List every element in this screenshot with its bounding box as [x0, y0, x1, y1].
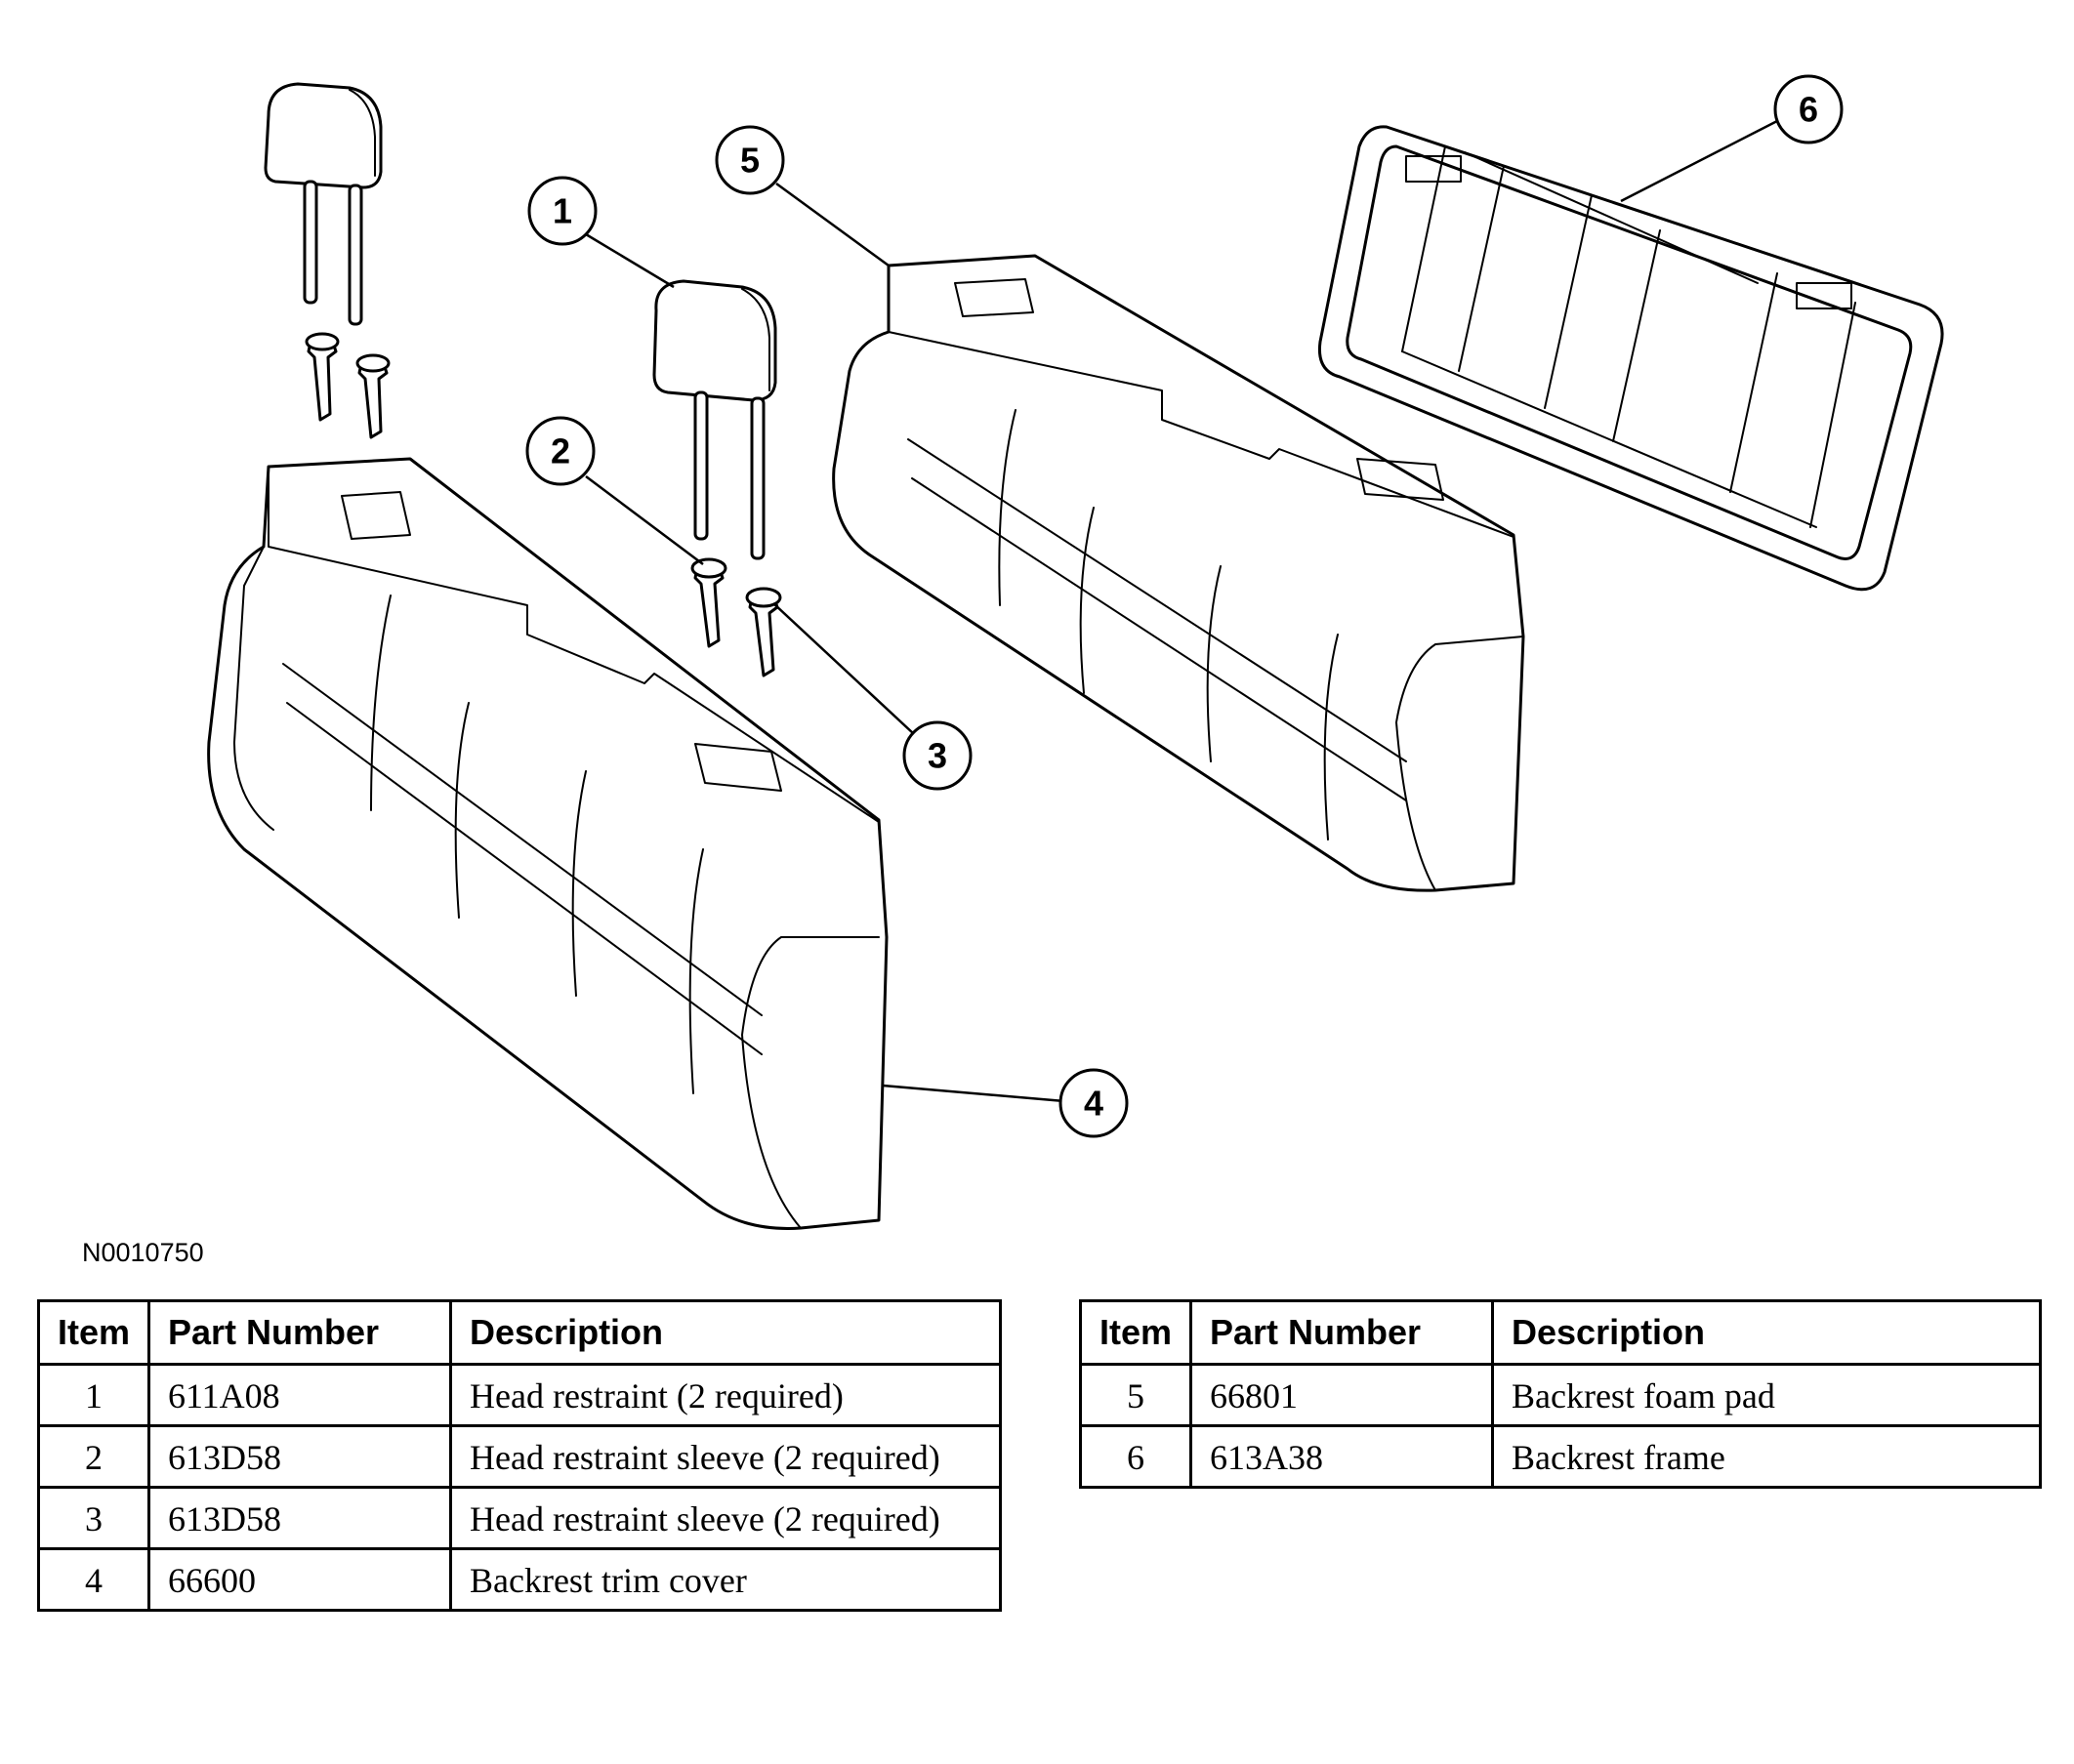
callout-2: 2	[525, 416, 596, 486]
cell-description: Backrest foam pad	[1491, 1363, 2042, 1427]
cell-part-number: 613D58	[147, 1486, 452, 1550]
callout-6-label: 6	[1799, 90, 1818, 130]
cell-part-number: 613D58	[147, 1424, 452, 1489]
table-row: 6 613A38 Backrest frame	[1079, 1424, 2042, 1489]
backrest-frame	[1317, 125, 1944, 592]
callout-1: 1	[527, 176, 598, 246]
leader-3	[772, 602, 915, 735]
table-row: 2 613D58 Head restraint sleeve (2 requir…	[37, 1424, 1002, 1489]
table-row: 1 611A08 Head restraint (2 required)	[37, 1363, 1002, 1427]
header-item: Item	[1079, 1299, 1192, 1366]
cell-part-number: 613A38	[1189, 1424, 1494, 1489]
callout-5-label: 5	[740, 141, 760, 181]
sleeve-item-3	[745, 587, 782, 677]
callout-4-label: 4	[1084, 1084, 1103, 1124]
leader-1	[585, 232, 675, 289]
header-part-number: Part Number	[147, 1299, 452, 1366]
cell-description: Backrest trim cover	[449, 1547, 1002, 1612]
leader-5	[775, 182, 890, 267]
parts-table-right: Item Part Number Description 5 66801 Bac…	[1079, 1299, 2042, 1489]
table-row: 4 66600 Backrest trim cover	[37, 1547, 1002, 1612]
callout-1-label: 1	[553, 191, 572, 231]
table-row: 5 66801 Backrest foam pad	[1079, 1363, 2042, 1427]
header-description: Description	[1491, 1299, 2042, 1366]
callout-6: 6	[1773, 74, 1844, 144]
cell-item: 6	[1079, 1424, 1192, 1489]
callout-3-label: 3	[928, 736, 947, 776]
leader-6	[1620, 119, 1778, 203]
header-description: Description	[449, 1299, 1002, 1366]
cell-description: Backrest frame	[1491, 1424, 2042, 1489]
header-item: Item	[37, 1299, 150, 1366]
callout-4: 4	[1058, 1068, 1129, 1138]
cell-item: 1	[37, 1363, 150, 1427]
cell-description: Head restraint (2 required)	[449, 1363, 1002, 1427]
cell-description: Head restraint sleeve (2 required)	[449, 1424, 1002, 1489]
sleeves-left	[305, 332, 391, 439]
cell-part-number: 611A08	[147, 1363, 452, 1427]
figure-id: N0010750	[82, 1238, 204, 1267]
cell-item: 5	[1079, 1363, 1192, 1427]
cell-item: 4	[37, 1547, 150, 1612]
table-header-row: Item Part Number Description	[37, 1299, 1002, 1366]
callout-2-label: 2	[551, 431, 570, 472]
parts-table-left: Item Part Number Description 1 611A08 He…	[37, 1299, 1002, 1612]
backrest-trim-cover	[207, 457, 889, 1230]
leader-4	[882, 1084, 1065, 1103]
cell-item: 3	[37, 1486, 150, 1550]
header-part-number: Part Number	[1189, 1299, 1494, 1366]
table-header-row: Item Part Number Description	[1079, 1299, 2042, 1366]
cell-part-number: 66801	[1189, 1363, 1494, 1427]
head-restraint-left	[264, 82, 383, 326]
cell-item: 2	[37, 1424, 150, 1489]
cell-description: Head restraint sleeve (2 required)	[449, 1486, 1002, 1550]
callout-3: 3	[902, 720, 973, 791]
exploded-seat-diagram: 1 2 3 4 5 6	[207, 74, 1944, 1230]
head-restraint-center	[652, 279, 777, 560]
cell-part-number: 66600	[147, 1547, 452, 1612]
callout-5: 5	[715, 125, 785, 195]
sleeve-item-2	[690, 557, 727, 648]
backrest-foam-pad	[832, 254, 1525, 892]
leader-2	[585, 475, 704, 565]
table-row: 3 613D58 Head restraint sleeve (2 requir…	[37, 1486, 1002, 1550]
